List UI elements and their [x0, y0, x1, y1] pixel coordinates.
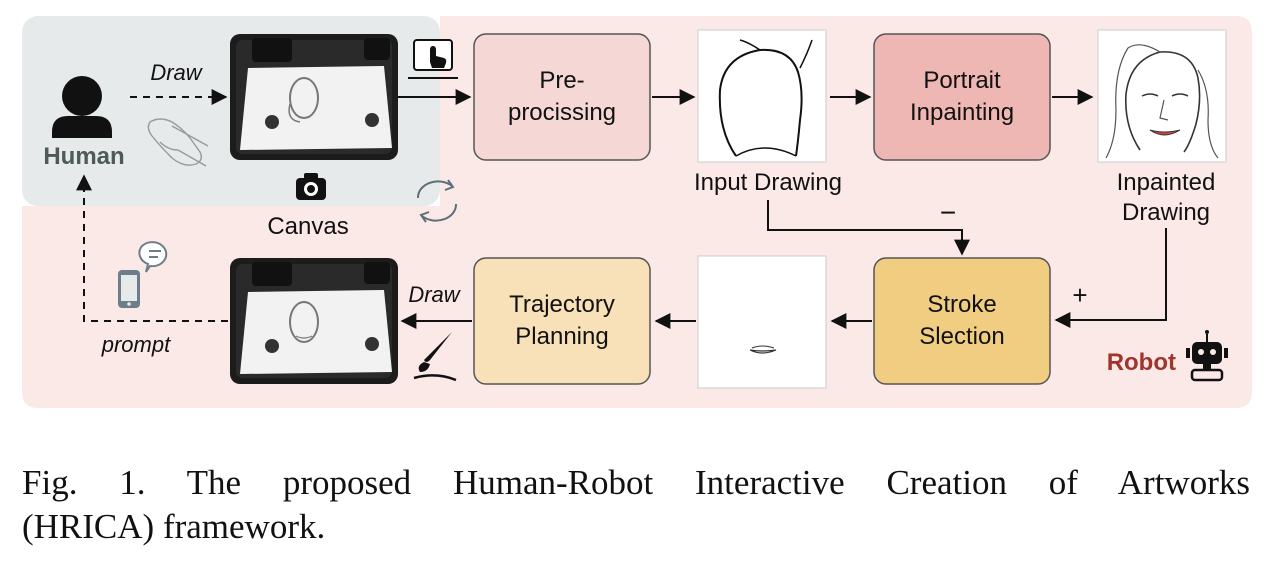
canvas-photo-robot	[230, 258, 398, 384]
preprocessing-label-1: Pre-	[539, 67, 584, 94]
trajectory-label-2: Planning	[515, 323, 608, 350]
robot-label: Robot	[1107, 349, 1176, 376]
hrica-framework-diagram: Human Draw Canvas	[22, 16, 1252, 408]
prompt-dashed-arrow	[76, 174, 228, 322]
trajectory-label-1: Trajectory	[509, 291, 615, 318]
preprocessing-box: Pre- procissing	[473, 33, 651, 161]
inpainted-drawing-label-2: Drawing	[1122, 199, 1210, 226]
brush-icon	[413, 332, 457, 382]
inpainted-drawing-label-1: Inpainted	[1117, 169, 1216, 196]
canvas-photo	[230, 34, 398, 160]
trajectory-planning-box: Trajectory Planning	[473, 257, 651, 385]
figure-caption-line-2: (HRICA) framework.	[22, 507, 326, 546]
preprocessing-label-2: procissing	[508, 99, 616, 126]
person-icon	[52, 76, 112, 138]
inpainting-label-2: Inpainting	[910, 99, 1014, 126]
portrait-inpainting-box: Portrait Inpainting	[873, 33, 1051, 161]
stroke-selection-label-2: Slection	[919, 323, 1004, 350]
figure-caption-line-1: Fig. 1. The proposed Human-Robot Interac…	[22, 463, 1250, 502]
inpainting-label-1: Portrait	[923, 67, 1001, 94]
canvas-label: Canvas	[267, 213, 348, 240]
prompt-label: prompt	[101, 332, 171, 357]
hand-drawing-icon	[147, 118, 209, 167]
touch-screen-icon	[408, 39, 458, 79]
stroke-selection-box: Stroke Slection	[873, 257, 1051, 385]
refresh-cycle-icon	[416, 179, 458, 223]
phone-message-icon	[118, 241, 168, 308]
stroke-selection-label-1: Stroke	[927, 291, 996, 318]
input-drawing-image	[697, 29, 827, 163]
camera-icon	[296, 173, 326, 200]
minus-sign: −	[940, 197, 956, 228]
human-label: Human	[43, 143, 124, 170]
robot-icon	[1186, 330, 1228, 382]
selected-strokes-image	[697, 255, 827, 389]
arrow-input-to-stroke-selection	[767, 200, 970, 256]
inpainted-drawing-image	[1097, 29, 1227, 163]
input-drawing-label: Input Drawing	[694, 169, 842, 196]
plus-sign: +	[1072, 280, 1087, 310]
robot-draw-label: Draw	[408, 282, 461, 307]
arrow-inpainted-to-stroke-selection	[1054, 228, 1167, 328]
human-draw-label: Draw	[150, 60, 203, 85]
